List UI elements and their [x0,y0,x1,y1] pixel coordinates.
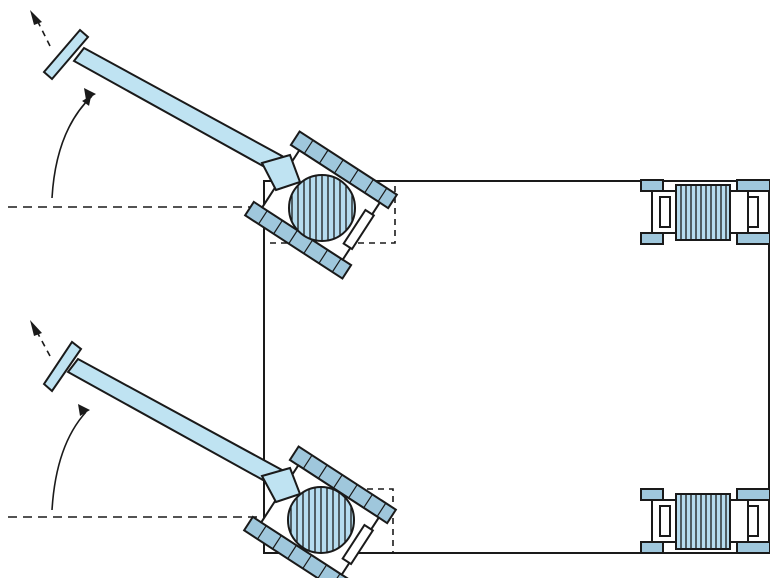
upper-steering-handle [42,28,302,192]
rotation-arrow-icon [51,88,96,199]
lower-steering-handle [42,340,302,504]
direction-arrow-icon [30,10,51,47]
upper-steering-assembly [8,10,399,280]
rear-wheel-upper [640,179,770,245]
rotation-arrow-icon [51,404,90,511]
lower-steering-assembly [8,320,398,578]
upper-track-top [289,130,399,210]
rear-wheel-lower [640,488,770,554]
lower-original-position-outline [268,488,394,553]
direction-arrow-icon [30,320,51,357]
upper-original-position-outline [268,180,396,244]
platform-body [263,180,770,554]
